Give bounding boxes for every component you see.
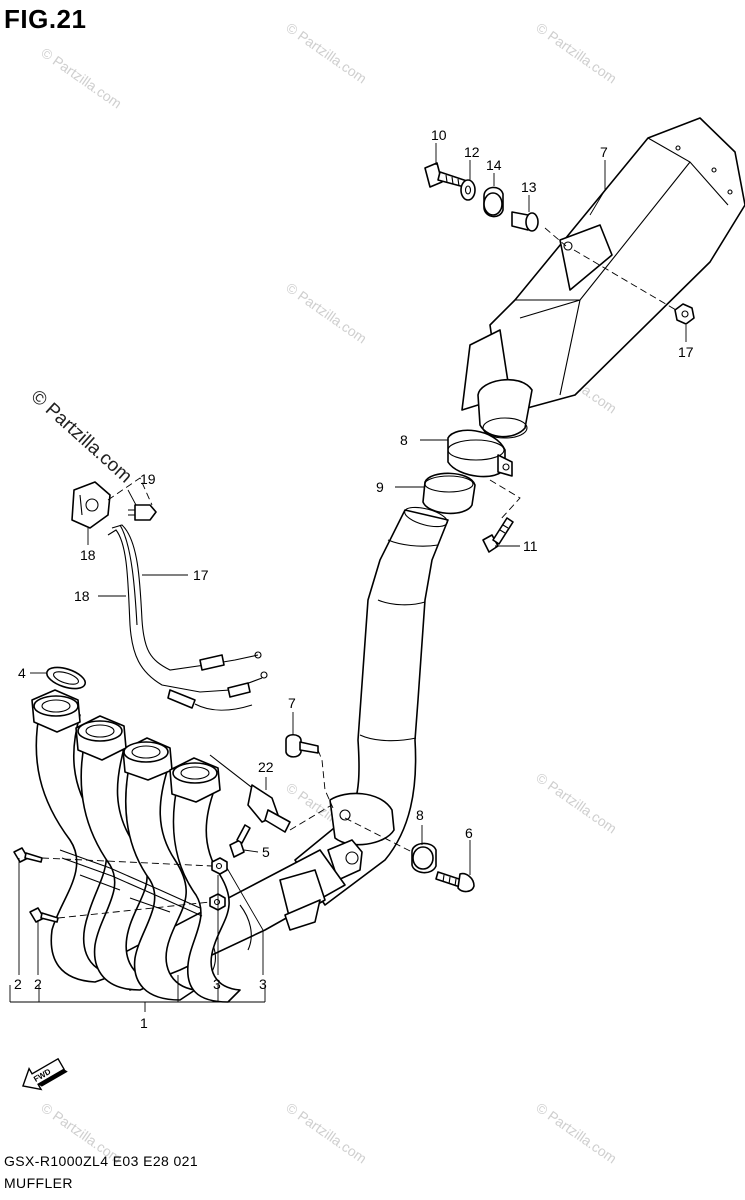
callout-22: 22 xyxy=(258,759,274,775)
callout-7: 7 xyxy=(288,695,296,711)
callout-10: 8 xyxy=(400,432,408,448)
callout-labels: 10 12 14 13 7 17 8 9 11 19 18 17 18 4 7 … xyxy=(14,127,694,1031)
bolt-part-6 xyxy=(435,871,475,893)
callout-13: 11 xyxy=(523,538,538,554)
nut-17 xyxy=(674,303,695,325)
callout-21: 19 xyxy=(140,471,156,487)
callout-20: 18 xyxy=(74,588,90,604)
sensor-harness-part-19-20 xyxy=(107,524,268,711)
oxygen-sensor-part-22 xyxy=(209,754,291,833)
dashed-alignment-line xyxy=(489,479,521,521)
callout-19: 17 xyxy=(193,567,209,583)
gasket-part-4 xyxy=(45,666,87,690)
callout-16: 14 xyxy=(486,157,502,173)
model-code: GSX-R1000ZL4 E03 E28 021 xyxy=(4,1153,199,1169)
dashed-alignment-line xyxy=(41,857,213,867)
forward-arrow-icon: FWD xyxy=(22,1057,68,1091)
callout-12: 10 xyxy=(431,127,447,143)
dashed-alignment-line xyxy=(289,805,331,831)
watermark-text: © Partzilla.com xyxy=(38,44,124,111)
callout-3-right: 3 xyxy=(259,976,267,992)
bolt-part-2-lower xyxy=(29,907,59,923)
watermark-text: © Partzilla.com xyxy=(533,769,619,836)
dashed-alignment-line xyxy=(57,901,211,919)
watermark-text-prominent: © Partzilla.com xyxy=(27,386,136,487)
callout-9: 7 xyxy=(600,144,608,160)
watermark-text: © Partzilla.com xyxy=(283,19,369,86)
callout-8: 8 xyxy=(416,807,424,823)
watermark-text: © Partzilla.com xyxy=(283,1099,369,1166)
collar-15 xyxy=(511,211,539,232)
dashed-alignment-line xyxy=(107,477,153,506)
grommet-16 xyxy=(483,186,504,218)
watermark-text: © Partzilla.com xyxy=(533,1099,619,1166)
bolt-part-13 xyxy=(482,517,514,553)
callout-3-left: 3 xyxy=(213,976,221,992)
bracket-part-18 xyxy=(71,481,111,529)
bolt-part-21 xyxy=(128,504,157,521)
dashed-alignment-line xyxy=(544,227,677,311)
clamp-part-10 xyxy=(447,429,513,478)
section-name: MUFFLER xyxy=(4,1175,73,1191)
watermark-text: © Partzilla.com xyxy=(283,279,369,346)
callout-11: 9 xyxy=(376,479,384,495)
figure-title: FIG.21 xyxy=(4,4,87,34)
washer-14 xyxy=(460,179,476,201)
dashed-alignment-line xyxy=(317,749,334,809)
callout-6: 6 xyxy=(465,825,473,841)
nut-part-3-upper xyxy=(211,857,228,875)
gasket-part-11 xyxy=(422,472,476,515)
callout-2-right: 2 xyxy=(34,976,42,992)
callout-4: 4 xyxy=(18,665,26,681)
nut-part-3-lower xyxy=(209,893,226,911)
callout-18: 18 xyxy=(80,547,96,563)
callout-2-left: 2 xyxy=(14,976,22,992)
leader-lines xyxy=(9,143,687,1012)
muffler-part-9 xyxy=(461,117,745,439)
dashed-alignment-line xyxy=(344,817,413,853)
connecting-pipe xyxy=(294,506,449,906)
callout-17: 17 xyxy=(678,344,694,360)
rubber-mount-part-8 xyxy=(411,842,437,874)
callout-14: 12 xyxy=(464,144,480,160)
watermark-text: © Partzilla.com xyxy=(533,19,619,86)
bolt-part-7 xyxy=(285,733,319,758)
callout-15: 13 xyxy=(521,179,537,195)
callout-1: 1 xyxy=(140,1015,148,1031)
bolt-part-2-upper xyxy=(13,847,43,863)
bolt-part-5 xyxy=(229,824,251,858)
callout-5: 5 xyxy=(262,844,270,860)
exhaust-header-part-1 xyxy=(31,689,346,1003)
